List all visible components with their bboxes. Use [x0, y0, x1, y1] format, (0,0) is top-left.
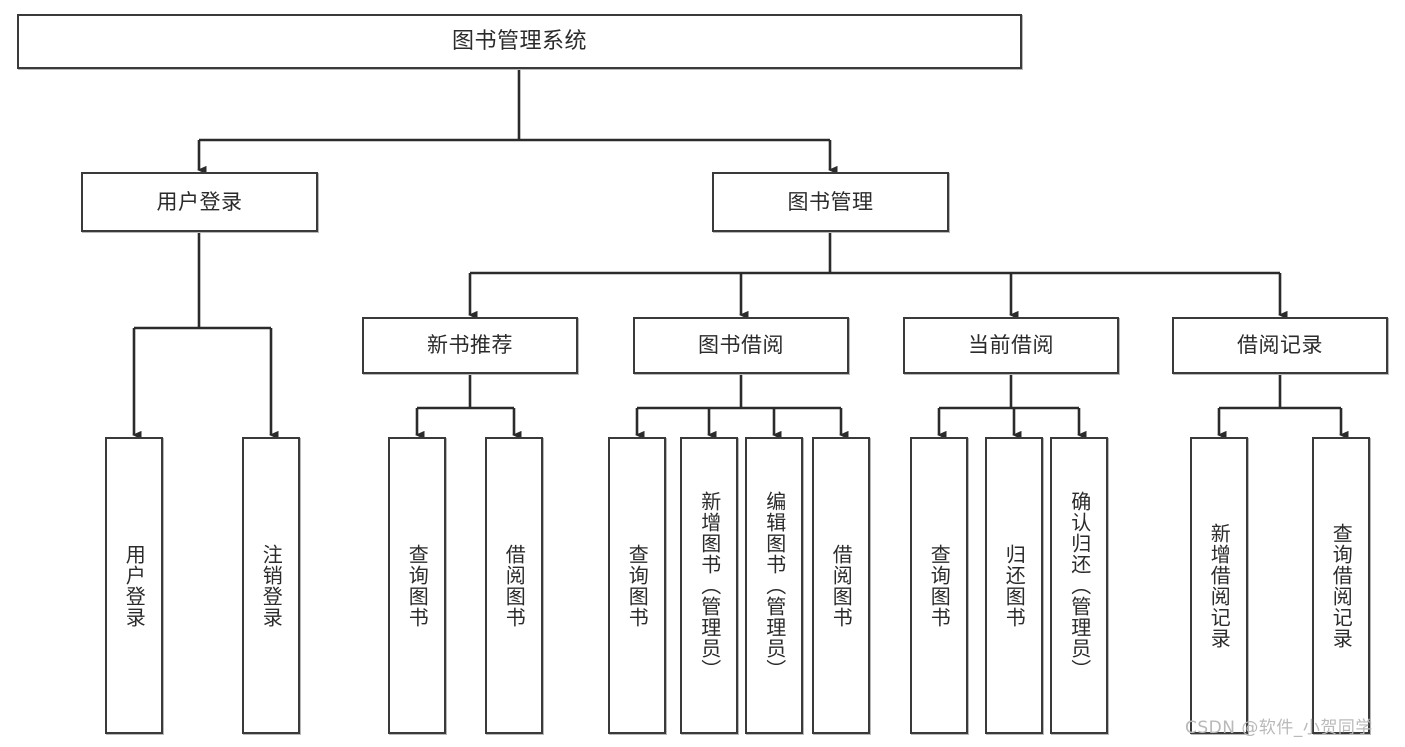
node-leaf-user-login[interactable]: 用户登录	[105, 437, 163, 734]
node-leaf-return-book-label: 归还图书	[1002, 543, 1027, 628]
node-leaf-add-record[interactable]: 新增借阅记录	[1190, 437, 1248, 734]
node-leaf-logout-label: 注销登录	[259, 543, 284, 628]
node-leaf-query-book-3[interactable]: 查询图书	[910, 437, 968, 734]
node-new-book-recommend-label: 新书推荐	[427, 333, 513, 358]
node-leaf-query-book-1-label: 查询图书	[405, 543, 430, 628]
node-borrow-record[interactable]: 借阅记录	[1172, 317, 1388, 374]
csdn-watermark: CSDN @软件_小贺同学	[1185, 718, 1373, 738]
node-book-management[interactable]: 图书管理	[712, 172, 949, 232]
node-root-label: 图书管理系统	[451, 28, 587, 54]
node-book-borrow[interactable]: 图书借阅	[633, 317, 849, 374]
node-leaf-add-record-label: 新增借阅记录	[1207, 522, 1232, 649]
node-leaf-add-book[interactable]: 新增图书（管理员）	[680, 437, 738, 734]
node-leaf-query-book-1[interactable]: 查询图书	[388, 437, 446, 734]
node-root[interactable]: 图书管理系统	[17, 14, 1022, 69]
node-leaf-borrow-book-1-label: 借阅图书	[502, 543, 527, 628]
node-current-borrow-label: 当前借阅	[968, 333, 1054, 358]
node-borrow-record-label: 借阅记录	[1237, 333, 1323, 358]
node-leaf-confirm-return[interactable]: 确认归还（管理员）	[1050, 437, 1108, 734]
node-user-login[interactable]: 用户登录	[81, 172, 318, 232]
node-leaf-add-book-label: 新增图书（管理员）	[697, 491, 722, 680]
node-leaf-confirm-return-label: 确认归还（管理员）	[1067, 491, 1092, 680]
node-leaf-query-record[interactable]: 查询借阅记录	[1312, 437, 1370, 734]
node-current-borrow[interactable]: 当前借阅	[903, 317, 1119, 374]
node-leaf-return-book[interactable]: 归还图书	[985, 437, 1043, 734]
node-leaf-borrow-book-1[interactable]: 借阅图书	[485, 437, 543, 734]
node-leaf-logout[interactable]: 注销登录	[242, 437, 300, 734]
node-leaf-query-record-label: 查询借阅记录	[1329, 522, 1354, 649]
node-leaf-borrow-book-2-label: 借阅图书	[829, 543, 854, 628]
node-leaf-user-login-label: 用户登录	[122, 543, 147, 628]
node-leaf-edit-book-label: 编辑图书（管理员）	[762, 491, 787, 680]
node-leaf-query-book-3-label: 查询图书	[927, 543, 952, 628]
node-new-book-recommend[interactable]: 新书推荐	[362, 317, 578, 374]
node-book-management-label: 图书管理	[787, 189, 874, 214]
node-leaf-query-book-2[interactable]: 查询图书	[608, 437, 666, 734]
node-leaf-edit-book[interactable]: 编辑图书（管理员）	[745, 437, 803, 734]
node-leaf-query-book-2-label: 查询图书	[625, 543, 650, 628]
node-user-login-label: 用户登录	[156, 189, 243, 214]
node-leaf-borrow-book-2[interactable]: 借阅图书	[812, 437, 870, 734]
node-book-borrow-label: 图书借阅	[698, 333, 784, 358]
